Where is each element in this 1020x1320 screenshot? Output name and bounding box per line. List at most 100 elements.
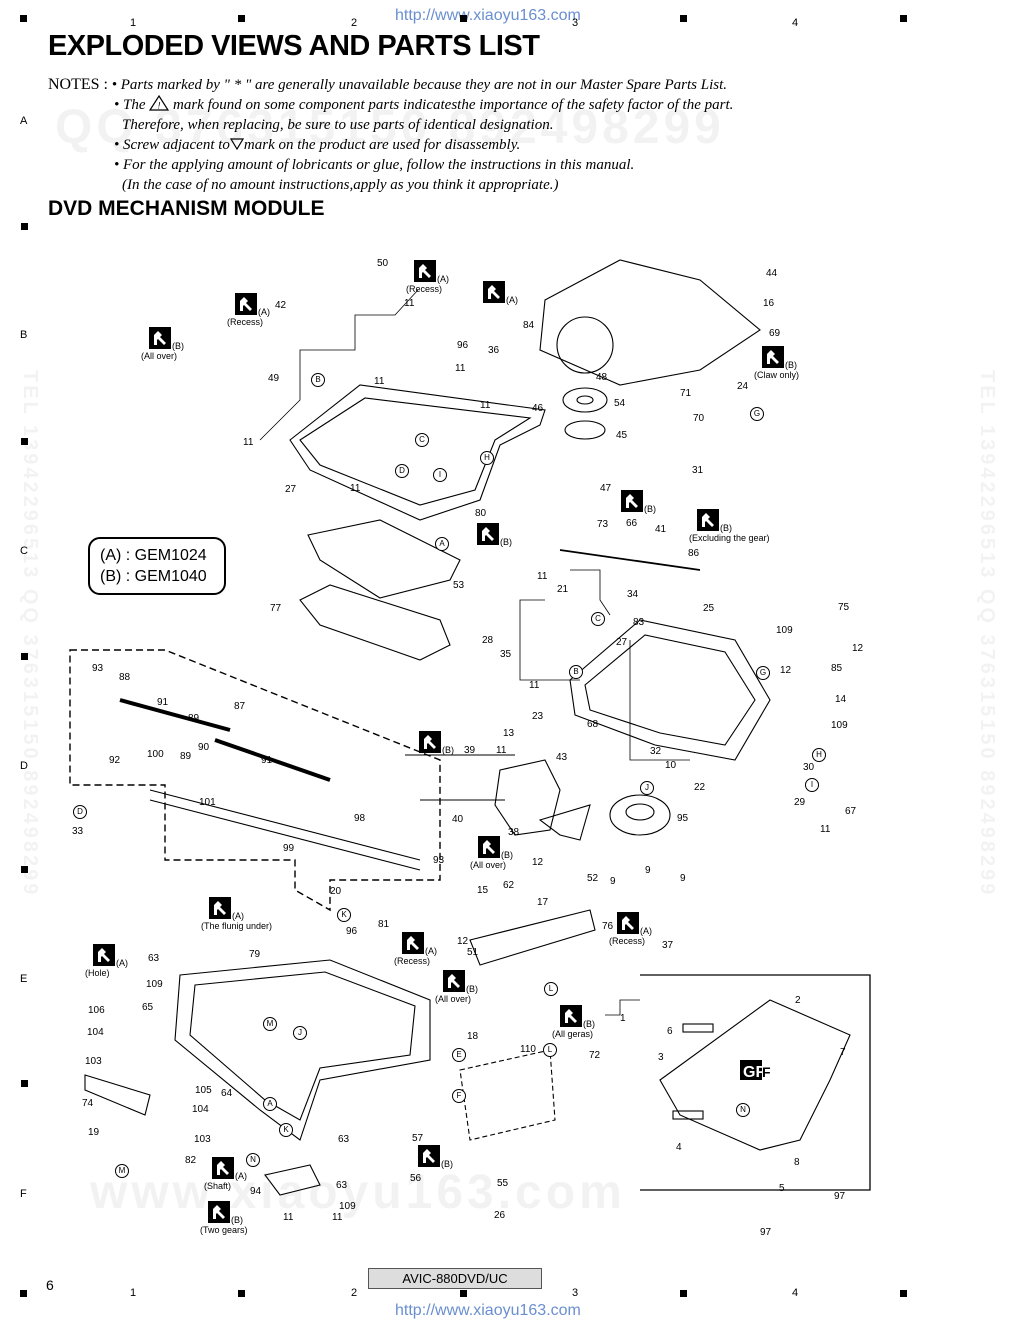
header-url[interactable]: http://www.xiaoyu163.com	[395, 7, 581, 24]
part-number-label: 97	[834, 1191, 846, 1202]
part-number-label: 86	[688, 548, 700, 559]
watermark-text: TEL 13942296513 QQ 376315150 892498299	[976, 370, 998, 898]
part-number-label: 11	[350, 483, 361, 494]
screw-triangle-icon	[229, 138, 244, 151]
part-number-label: 95	[677, 813, 689, 824]
tag-sublabel: (All over)	[141, 351, 178, 361]
registration-mark	[21, 223, 28, 230]
registration-mark	[680, 1290, 687, 1297]
part-number-label: 26	[494, 1210, 506, 1221]
part-number-label: 79	[249, 949, 261, 960]
part-number-label: 63	[338, 1134, 350, 1145]
lubricant-tag: (B)(All over)	[435, 970, 478, 1004]
part-number-label: 48	[596, 372, 608, 383]
model-number-box: AVIC-880DVD/UC	[368, 1268, 542, 1289]
registration-mark	[238, 1290, 245, 1297]
registration-mark	[680, 15, 687, 22]
part-number-label: 67	[845, 806, 857, 817]
registration-mark	[900, 15, 907, 22]
grease-icon	[483, 281, 505, 305]
connector-letter-circle: N	[246, 1153, 260, 1167]
warning-triangle-icon: !	[149, 94, 170, 111]
connector-letter-circle: J	[293, 1026, 307, 1040]
part-number-label: 68	[587, 719, 599, 730]
grease-icon	[477, 523, 499, 547]
part-number-label: 109	[831, 720, 848, 731]
part-number-label: 80	[475, 508, 487, 519]
part-number-label: 12	[457, 936, 469, 947]
part-number-label: 72	[589, 1050, 601, 1061]
tag-sublabel: (Hole)	[85, 968, 110, 978]
part-number-label: 42	[275, 300, 287, 311]
part-number-label: 75	[838, 602, 850, 613]
registration-mark	[21, 438, 28, 445]
part-number-label: 66	[626, 518, 638, 529]
part-number-label: 28	[482, 635, 494, 646]
legend-a: (A) : GEM1024	[100, 547, 207, 564]
part-number-label: 110	[520, 1044, 536, 1055]
part-number-label: 23	[532, 711, 544, 722]
registration-mark	[21, 1080, 28, 1087]
part-number-label: 10	[665, 760, 677, 771]
part-number-label: 99	[283, 843, 295, 854]
connector-letter-circle: A	[435, 537, 449, 551]
grease-icon	[419, 731, 441, 755]
tag-label: (A)	[232, 911, 244, 921]
part-number-label: 27	[285, 484, 297, 495]
notes-text: • For the applying amount of lobricants …	[114, 157, 635, 173]
connector-letter-circle: G	[750, 407, 764, 421]
part-number-label: 13	[503, 728, 515, 739]
grease-icon	[560, 1005, 582, 1029]
grid-column-number: 3	[572, 17, 579, 29]
part-number-label: 91	[261, 755, 273, 766]
notes-line: • The ! mark found on some component par…	[114, 94, 734, 115]
part-number-label: 37	[662, 940, 674, 951]
connector-letter-circle: B	[569, 665, 583, 679]
grid-row-letter: E	[20, 973, 28, 985]
part-number-label: 63	[148, 953, 160, 964]
part-number-label: 62	[503, 880, 515, 891]
notes-text: mark found on some component parts indic…	[173, 97, 734, 113]
part-number-label: 55	[497, 1178, 509, 1189]
page-title: EXPLODED VIEWS AND PARTS LIST	[48, 30, 540, 62]
part-number-label: 65	[142, 1002, 154, 1013]
connector-letter-circle: B	[311, 373, 325, 387]
part-number-label: 109	[146, 979, 163, 990]
gf-label-text: GF	[743, 1064, 765, 1081]
part-number-label: 31	[692, 465, 704, 476]
grid-column-number: 4	[792, 17, 799, 29]
tag-sublabel: (All over)	[470, 860, 507, 870]
part-number-label: 9	[610, 876, 616, 887]
grid-column-number: 1	[130, 17, 137, 29]
connector-letter-circle: D	[395, 464, 409, 478]
part-number-label: 15	[477, 885, 489, 896]
connector-letter-circle: M	[263, 1017, 277, 1031]
tag-label: (B)	[720, 523, 732, 533]
footer-url[interactable]: http://www.xiaoyu163.com	[395, 1302, 581, 1319]
gf-label-f: F	[762, 1064, 771, 1080]
part-number-label: 104	[192, 1104, 209, 1115]
part-number-label: 39	[464, 745, 476, 756]
part-number-label: 20	[330, 886, 342, 897]
tag-label: (B)	[583, 1019, 595, 1029]
registration-mark	[900, 1290, 907, 1297]
notes-text: mark on the product are used for disasse…	[243, 137, 521, 153]
tag-label: (A)	[437, 274, 449, 284]
part-number-label: 8	[794, 1157, 800, 1168]
part-number-label: 51	[467, 947, 479, 958]
tag-label: (B)	[644, 504, 656, 514]
part-number-label: 109	[339, 1201, 356, 1212]
part-number-label: 33	[72, 826, 84, 837]
part-number-label: 92	[109, 755, 121, 766]
part-number-label: 76	[602, 921, 614, 932]
tag-sublabel: (Shaft)	[204, 1181, 232, 1191]
gem-legend: (A) : GEM1024 (B) : GEM1040	[88, 537, 226, 595]
connector-letter-circle: A	[263, 1097, 277, 1111]
part-number-label: 70	[693, 413, 705, 424]
part-number-label: 12	[852, 643, 864, 654]
part-number-label: 12	[780, 665, 792, 676]
lubricant-tag: (A)(The flunig under)	[201, 897, 272, 931]
connector-letter-circle: I	[805, 778, 819, 792]
tag-sublabel: (Recess)	[609, 936, 646, 946]
